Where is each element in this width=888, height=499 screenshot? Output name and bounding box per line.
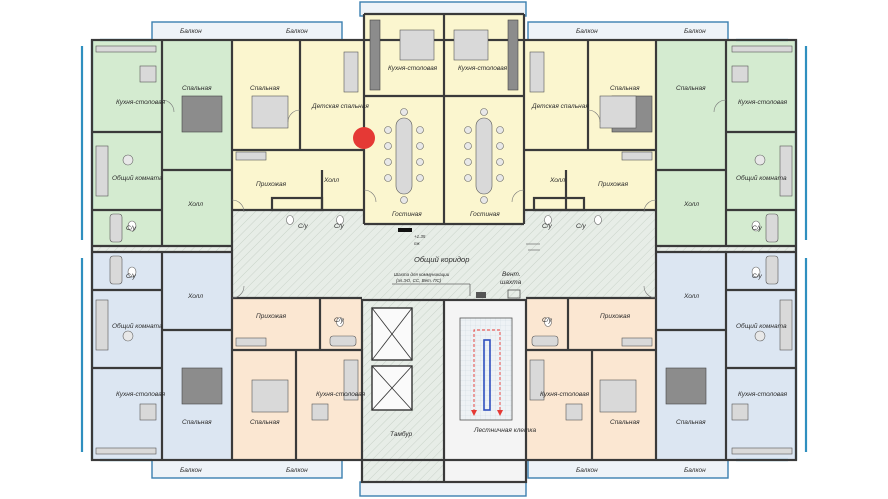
label-kitchen-bc-right: Кухня-столовая <box>540 391 590 398</box>
label-kids-bedroom-left: Детская спальная <box>311 103 369 110</box>
label-hall-tl: Холл <box>187 201 203 208</box>
label-balcony-br-1: Балкон <box>576 467 598 474</box>
label-vent-shaft-1: Вент. <box>502 271 521 278</box>
label-bedroom-bl-2: Спальная <box>250 419 280 426</box>
label-bedroom-tl-2: Спальная <box>250 85 280 92</box>
door-arcs <box>161 99 727 299</box>
furniture <box>95 19 793 455</box>
label-common-room-tl: Общий комната <box>112 174 163 182</box>
label-vent-shaft-2: шахта <box>500 279 522 286</box>
label-wc-tc-4: С/у <box>576 223 587 230</box>
label-bedroom-tr-2: Спальная <box>610 85 640 92</box>
label-balcony-tr-2: Балкон <box>684 28 706 35</box>
label-balcony-tl-2: Балкон <box>286 28 308 35</box>
label-living-left: Гостиная <box>392 211 422 218</box>
label-bedroom-br-2: Спальная <box>610 419 640 426</box>
label-hall-tc-right: Холл <box>549 177 565 184</box>
label-balcony-tl-1: Балкон <box>180 28 202 35</box>
label-wc-tr: С/у <box>752 225 763 232</box>
label-wc-tc-2: С/у <box>334 223 345 230</box>
walls <box>90 12 798 484</box>
label-hall-tr: Холл <box>683 201 699 208</box>
label-common-room-bl: Общий комната <box>112 322 163 330</box>
label-bedroom-br: Спальная <box>676 419 706 426</box>
label-staircase: Лестничная клетка <box>473 427 536 434</box>
label-kitchen-tc-right: Кухня-столовая <box>458 65 508 72</box>
label-kitchen-bl: Кухня-столовая <box>116 391 166 398</box>
label-kitchen-tl: Кухня-столовая <box>116 99 166 106</box>
label-bedroom-tr: Спальная <box>676 85 706 92</box>
corridor-details <box>392 228 540 299</box>
label-wc-tc-3: С/у <box>542 223 553 230</box>
label-vestibule: Тамбур <box>390 430 413 438</box>
staircase <box>459 317 513 421</box>
label-wc-bc-left: С/у <box>334 317 345 324</box>
label-kitchen-br: Кухня-столовая <box>738 391 788 398</box>
label-wc-bl: С/у <box>126 273 137 280</box>
label-level-sub: пж <box>414 241 420 246</box>
label-common-room-br: Общий комната <box>736 322 787 330</box>
label-wc-tl: С/у <box>126 225 137 232</box>
label-hall-bl: Холл <box>187 293 203 300</box>
top-balconies <box>151 1 729 41</box>
label-common-room-tr: Общий комната <box>736 174 787 182</box>
label-common-corridor: Общий коридор <box>414 255 469 264</box>
label-balcony-tr-1: Балкон <box>576 28 598 35</box>
label-hall-br: Холл <box>683 293 699 300</box>
label-entry-br: Прихожая <box>600 313 631 320</box>
label-comm-shaft-sub: (эл.ЭО, СС, Вет. ПС) <box>396 278 442 283</box>
label-entry-tr: Прихожая <box>598 181 629 188</box>
label-comm-shaft: Шахта для коммуникации <box>394 272 450 277</box>
label-kids-bedroom-right: Детская спальная <box>531 103 589 110</box>
room-labels: Балкон Балкон Балкон Балкон Балкон Балко… <box>112 28 788 474</box>
label-balcony-bl-2: Балкон <box>286 467 308 474</box>
label-wc-bc-right: С/у <box>542 317 553 324</box>
label-wc-br: С/у <box>752 273 763 280</box>
label-kitchen-tr: Кухня-столовая <box>738 99 788 106</box>
label-wc-tc-1: С/у <box>298 223 309 230</box>
label-balcony-br-2: Балкон <box>684 467 706 474</box>
bottom-balconies <box>151 459 729 497</box>
label-entry-tl: Прихожая <box>256 181 287 188</box>
label-entry-bl: Прихожая <box>256 313 287 320</box>
location-marker-icon[interactable] <box>353 127 375 149</box>
elevator-shafts <box>371 307 413 411</box>
label-level-mark: +1.35 <box>414 234 426 239</box>
label-balcony-bl-1: Балкон <box>180 467 202 474</box>
label-bedroom-tl: Спальная <box>182 85 212 92</box>
label-kitchen-bc-left: Кухня-столовая <box>316 391 366 398</box>
label-bedroom-bl: Спальная <box>182 419 212 426</box>
label-kitchen-tc-left: Кухня-столовая <box>388 65 438 72</box>
label-living-right: Гостиная <box>470 211 500 218</box>
label-hall-tc-left: Холл <box>323 177 339 184</box>
